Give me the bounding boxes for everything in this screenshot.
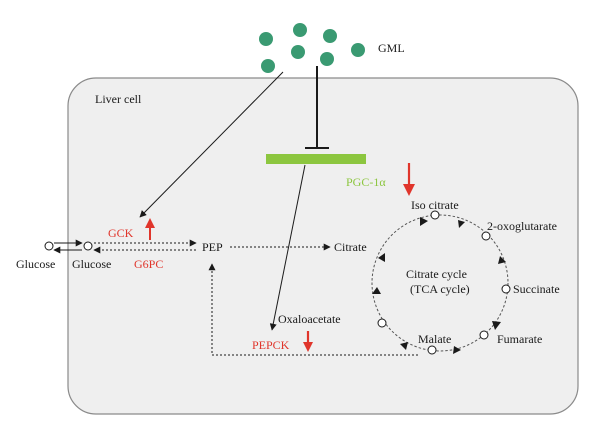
gml-dot (259, 32, 273, 46)
pgc1a-down-arrow-head (403, 184, 415, 196)
pgc1a-bar (266, 154, 366, 164)
malate-label: Malate (418, 332, 451, 346)
gml-label: GML (378, 41, 405, 55)
oxaloacetate-label: Oxaloacetate (278, 312, 341, 326)
gck-label: GCK (108, 226, 134, 240)
gml-dot (261, 59, 275, 73)
g6pc-label: G6PC (134, 257, 163, 271)
gml-dot (320, 52, 334, 66)
liver-cell-label: Liver cell (95, 92, 142, 106)
tca-arrow (400, 342, 408, 350)
tca-arrow (498, 256, 506, 264)
gml-molecules (259, 23, 365, 73)
pgc-to-pepck-arrow (269, 164, 306, 331)
oxaloacetate-to-pep-arrow (208, 263, 418, 356)
glucose-out-node (44, 241, 54, 251)
tca-node-oxaloacetate (377, 318, 387, 328)
tca-arrow (378, 253, 385, 262)
succinate-label: Succinate (513, 282, 560, 296)
gml-to-gck-arrow (139, 71, 284, 218)
gml-dot (351, 43, 365, 57)
tca-title-line1: Citrate cycle (406, 267, 467, 281)
tca-node-iso-citrate (430, 210, 440, 220)
tca-arrow (453, 346, 461, 354)
oxoglutarate-label: 2-oxoglutarate (487, 219, 557, 233)
pep-label: PEP (202, 240, 223, 254)
pepck-down-arrow-head (303, 342, 313, 352)
glucose-out-label: Glucose (16, 257, 55, 271)
glucose-in-label: Glucose (72, 257, 111, 271)
glucose-in-node (83, 241, 93, 251)
tca-arrow (458, 220, 465, 228)
pgc1a-label: PGC-1α (346, 175, 386, 189)
fumarate-label: Fumarate (497, 332, 542, 346)
citrate-label: Citrate (334, 240, 367, 254)
tca-node-fumarate (479, 330, 489, 340)
liver-cell (67, 77, 579, 415)
tca-arrow (372, 287, 381, 294)
gml-dot (293, 23, 307, 37)
iso-citrate-label: Iso citrate (411, 198, 459, 212)
tca-node-succinate (501, 284, 511, 294)
tca-arrow (420, 217, 428, 226)
pepck-label: PEPCK (252, 338, 290, 352)
tca-cycle-ring (371, 214, 509, 352)
tca-node-oxoglutarate (481, 231, 491, 241)
tca-node-malate (427, 345, 437, 355)
tca-title-line2: (TCA cycle) (410, 282, 470, 296)
gck-up-arrow-head (145, 218, 155, 228)
tca-cycle: Citrate cycle (TCA cycle) Iso citrate 2-… (371, 198, 560, 355)
gml-dot (291, 45, 305, 59)
tca-arrow (492, 321, 501, 330)
gml-dot (323, 29, 337, 43)
